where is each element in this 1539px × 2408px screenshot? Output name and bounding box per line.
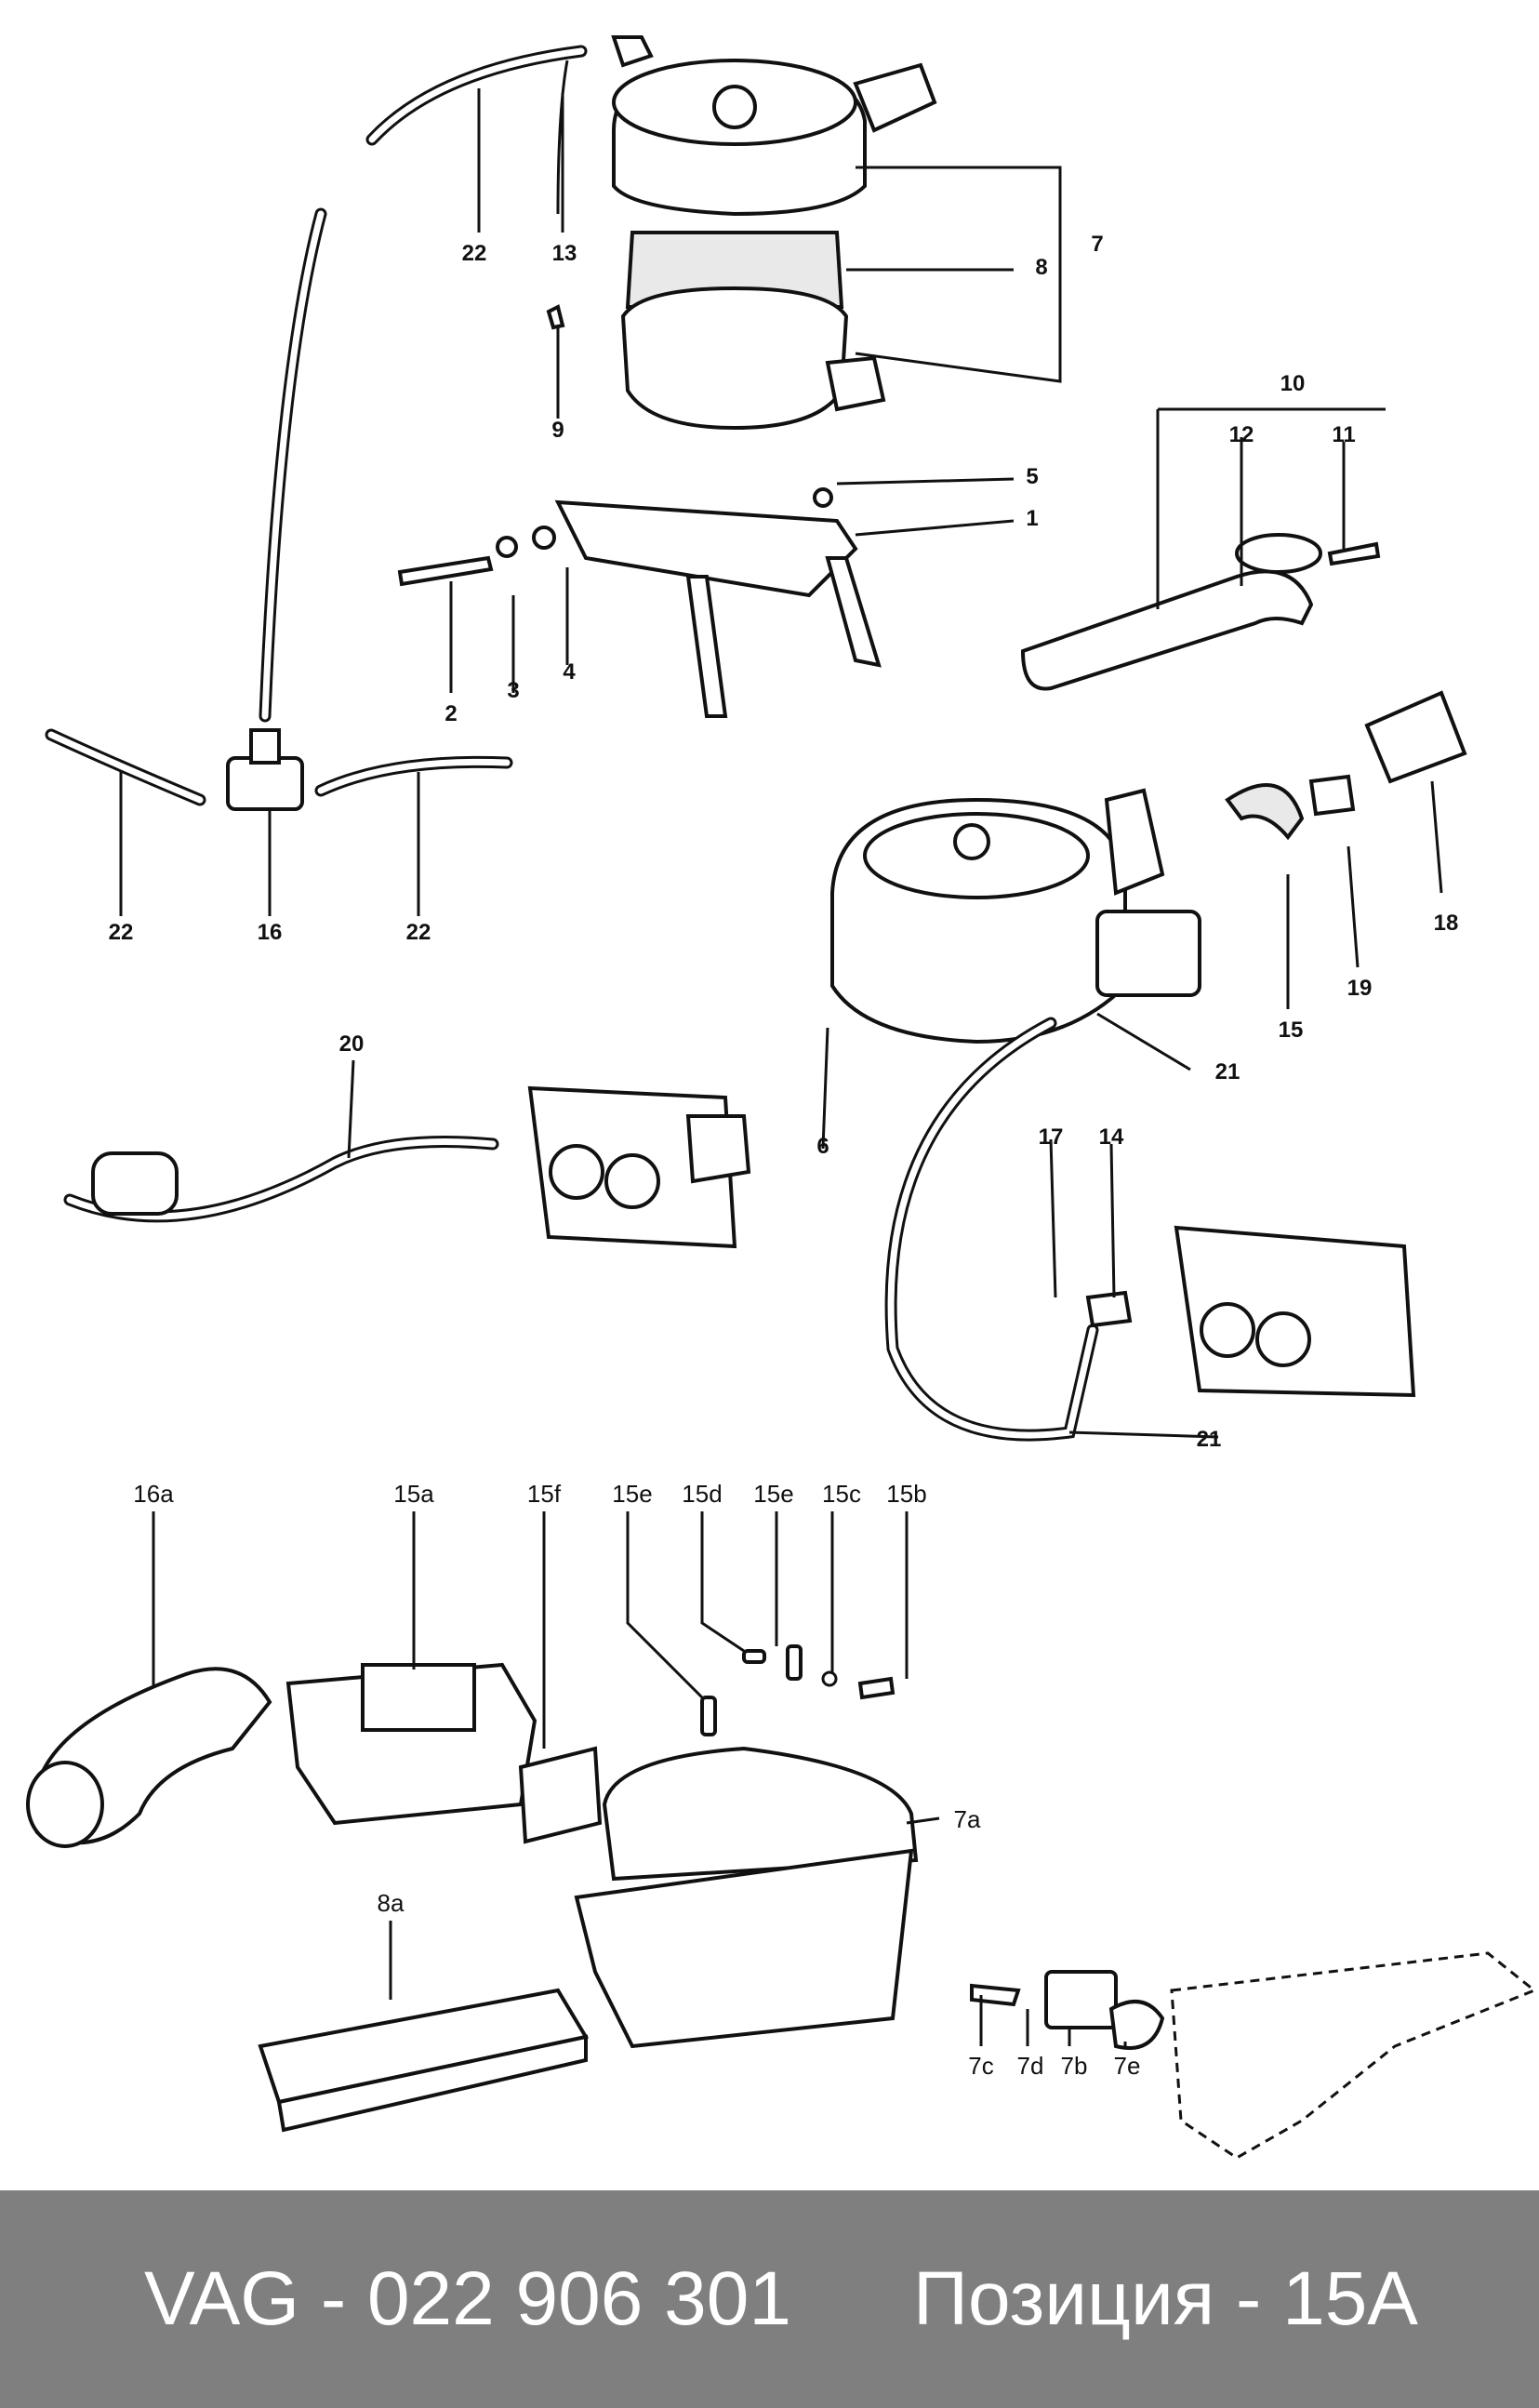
label-7c: 7c (968, 2052, 993, 2080)
label-1: 1 (1026, 506, 1038, 531)
label-14: 14 (1099, 1124, 1124, 1150)
label-3: 3 (507, 678, 519, 703)
label-6: 6 (816, 1134, 829, 1159)
vacuum-hoses-drawing (259, 35, 654, 723)
label-11: 11 (1332, 422, 1355, 447)
label-21-top: 21 (1215, 1059, 1240, 1084)
air-cleaner-assembly-drawing (612, 58, 1062, 431)
part-number: VAG - 022 906 301 (144, 2256, 791, 2341)
label-13: 13 (552, 241, 577, 266)
label-7a: 7a (954, 1805, 981, 1833)
hose-with-pump-drawing (63, 1085, 751, 1249)
label-22-top: 22 (462, 241, 487, 266)
air-cleaner-lower-drawing (830, 690, 1467, 1044)
label-7b: 7b (1061, 2052, 1088, 2080)
label-7: 7 (1091, 232, 1103, 257)
parts-diagram: 1 2 3 4 5 6 7 8 9 10 11 12 13 14 15 16 1… (26, 35, 1537, 2160)
label-20: 20 (339, 1031, 365, 1057)
label-19: 19 (1347, 976, 1373, 1001)
label-15b: 15b (886, 1480, 926, 1508)
label-22-right: 22 (406, 920, 431, 945)
label-18: 18 (1434, 911, 1459, 936)
bracket-drawing (397, 304, 882, 718)
label-16: 16 (258, 920, 283, 945)
label-5: 5 (1026, 464, 1038, 489)
label-17: 17 (1039, 1124, 1064, 1150)
label-15e-right: 15e (753, 1480, 793, 1508)
label-15: 15 (1279, 1018, 1304, 1043)
footer-bar: VAG - 022 906 301 Позиция - 15A (0, 2190, 1539, 2408)
vacuum-valve-drawing (45, 728, 513, 811)
label-7e: 7e (1114, 2052, 1141, 2080)
position-label: Позиция - 15A (913, 2256, 1418, 2341)
leader-lines (119, 88, 1443, 2046)
part-labels: 1 2 3 4 5 6 7 8 9 10 11 12 13 14 15 16 1… (109, 232, 1459, 2080)
label-8a: 8a (378, 1889, 405, 1917)
label-9: 9 (551, 418, 564, 443)
label-15e-left: 15e (612, 1480, 652, 1508)
label-22-left: 22 (109, 920, 134, 945)
intake-pipe-drawing (1020, 533, 1381, 691)
label-7d: 7d (1017, 2052, 1044, 2080)
label-15d: 15d (682, 1480, 722, 1508)
label-16a: 16a (133, 1480, 174, 1508)
hose-21-drawing (884, 1017, 1416, 1442)
lower-assembly-drawing (26, 1662, 919, 2133)
label-21-bottom: 21 (1197, 1427, 1222, 1452)
label-4: 4 (563, 659, 576, 685)
label-10: 10 (1280, 371, 1306, 396)
label-15f: 15f (527, 1480, 562, 1508)
hardware-drawing (700, 1644, 1537, 2160)
label-2: 2 (444, 701, 457, 726)
label-15c: 15c (822, 1480, 861, 1508)
label-15a: 15a (393, 1480, 434, 1508)
label-8: 8 (1035, 255, 1047, 280)
label-12: 12 (1229, 422, 1254, 447)
